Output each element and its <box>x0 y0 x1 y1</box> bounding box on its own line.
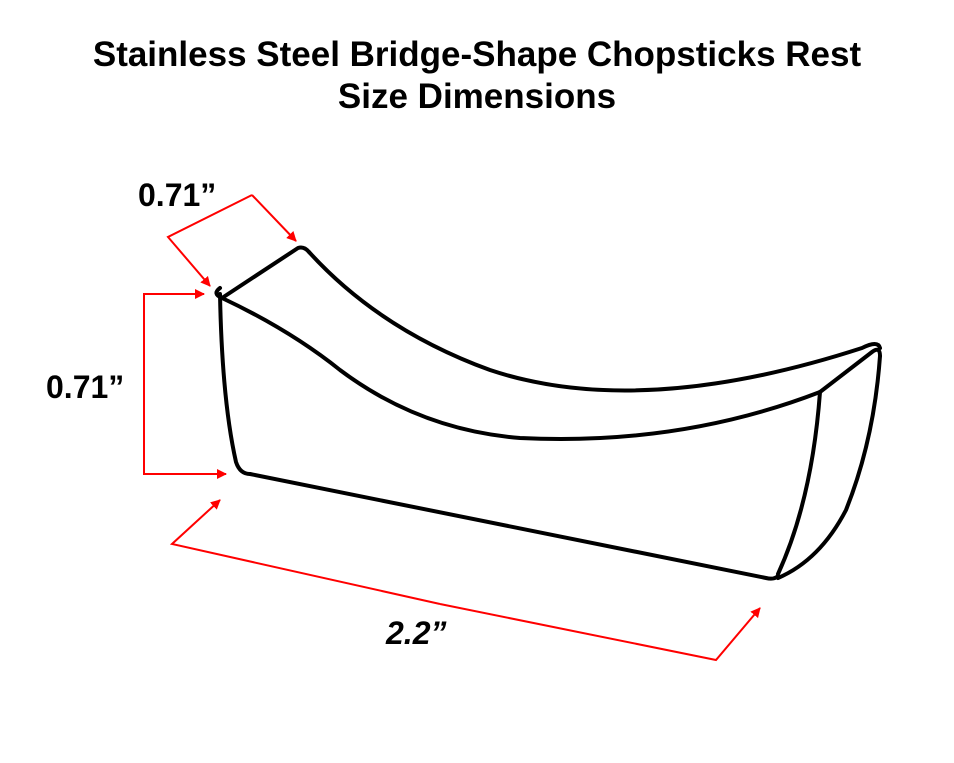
height-dimension-arrow-bottom <box>143 380 227 479</box>
saddle-back-curve <box>307 250 882 393</box>
dimension-arrows <box>143 194 761 662</box>
title-line-1: Stainless Steel Bridge-Shape Chopsticks … <box>92 35 862 74</box>
width-dimension-label: 0.71” <box>138 177 216 213</box>
width-dimension-arrow-right <box>251 194 297 242</box>
height-dimension-arrow-top <box>143 289 205 380</box>
diagram-title: Stainless Steel Bridge-Shape Chopsticks … <box>0 34 954 118</box>
length-dimension-arrow-left <box>169 499 441 605</box>
left-top-edge <box>214 245 311 300</box>
right-end-outer <box>776 354 882 580</box>
bottom-edge <box>248 472 780 581</box>
height-dimension-label: 0.71” <box>46 369 124 405</box>
saddle-front-curve <box>220 296 822 442</box>
width-dimension-arrow-left <box>166 194 253 287</box>
right-end-edge <box>776 390 822 576</box>
title-line-2: Size Dimensions <box>337 77 617 116</box>
chopstick-rest-shape <box>214 245 882 581</box>
length-dimension-arrow-right <box>439 603 761 662</box>
length-dimension-label: 2.2” <box>385 615 446 651</box>
left-end-edge <box>218 292 252 476</box>
